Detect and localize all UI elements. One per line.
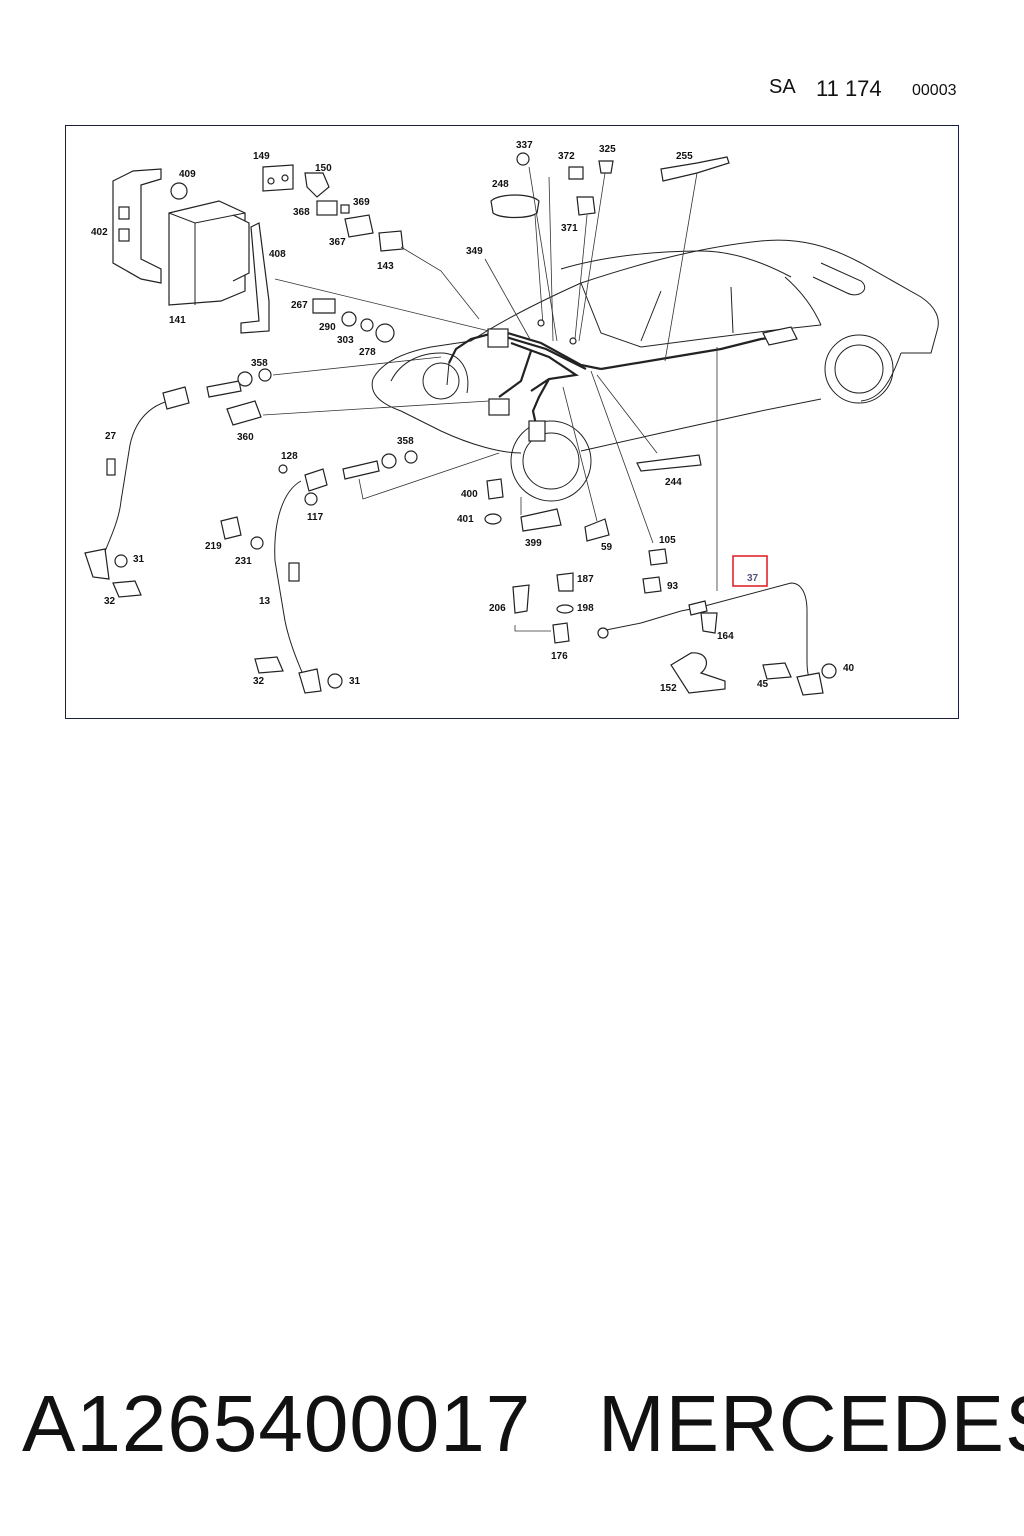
label-32-b: 32: [253, 676, 265, 687]
footer: A1265400017 MERCEDES: [0, 1378, 1024, 1468]
label-93: 93: [667, 581, 679, 592]
label-40: 40: [843, 663, 855, 674]
header-code: 00003: [912, 82, 957, 99]
front-sensor-13: [220, 450, 500, 694]
label-401: 401: [457, 514, 474, 525]
label-187: 187: [577, 574, 594, 585]
part-labels: 409 402 141 149 150 368 369 367 408 143 …: [91, 140, 855, 694]
top-center-parts: [484, 152, 730, 362]
rear-sensor-37: [597, 347, 837, 696]
label-399: 399: [525, 538, 542, 549]
label-255: 255: [676, 151, 693, 162]
label-349: 349: [466, 246, 483, 257]
front-sensor-27: [84, 356, 490, 598]
parts-diagram: 409 402 141 149 150 368 369 367 408 143 …: [65, 125, 959, 719]
header-number: 11 174: [816, 76, 882, 101]
label-325: 325: [599, 144, 616, 155]
label-150: 150: [315, 163, 332, 174]
label-368: 368: [293, 207, 310, 218]
label-198: 198: [577, 603, 594, 614]
control-unit-group: [112, 168, 270, 334]
center-bottom-parts: [484, 370, 702, 644]
label-267: 267: [291, 300, 308, 311]
label-402: 402: [91, 227, 108, 238]
diagram-canvas: 409 402 141 149 150 368 369 367 408 143 …: [84, 140, 939, 696]
label-408: 408: [269, 249, 286, 260]
label-45: 45: [757, 679, 769, 690]
label-128: 128: [281, 451, 298, 462]
label-244: 244: [665, 477, 682, 488]
label-409: 409: [179, 169, 196, 180]
label-367: 367: [329, 237, 346, 248]
label-248: 248: [492, 179, 509, 190]
label-219: 219: [205, 541, 222, 552]
label-105: 105: [659, 535, 676, 546]
car-body: [371, 239, 939, 502]
label-37: 37: [747, 573, 759, 584]
label-117: 117: [307, 512, 324, 523]
label-303: 303: [337, 335, 354, 346]
label-164: 164: [717, 631, 734, 642]
label-369: 369: [353, 197, 370, 208]
label-141: 141: [169, 315, 186, 326]
label-143: 143: [377, 261, 394, 272]
label-290: 290: [319, 322, 336, 333]
label-337: 337: [516, 140, 533, 151]
label-231: 231: [235, 556, 252, 567]
label-358-a: 358: [251, 358, 268, 369]
label-371: 371: [561, 223, 578, 234]
label-372: 372: [558, 151, 575, 162]
part-number: A1265400017: [22, 1379, 532, 1468]
label-31-a: 31: [133, 554, 145, 565]
wiring-harness: [446, 326, 798, 442]
label-278: 278: [359, 347, 376, 358]
label-59: 59: [601, 542, 613, 553]
highlight-box-37: [732, 555, 768, 587]
brand-name: MERCEDES: [598, 1379, 1024, 1468]
label-152: 152: [660, 683, 677, 694]
label-206: 206: [489, 603, 506, 614]
label-358-b: 358: [397, 436, 414, 447]
label-360: 360: [237, 432, 254, 443]
header-sa: SA: [769, 76, 796, 98]
label-27: 27: [105, 431, 117, 442]
label-31-b: 31: [349, 676, 361, 687]
label-32-a: 32: [104, 596, 116, 607]
label-400: 400: [461, 489, 478, 500]
label-176: 176: [551, 651, 568, 662]
relay-parts-group: [262, 164, 490, 343]
label-149: 149: [253, 151, 270, 162]
label-13: 13: [259, 596, 271, 607]
